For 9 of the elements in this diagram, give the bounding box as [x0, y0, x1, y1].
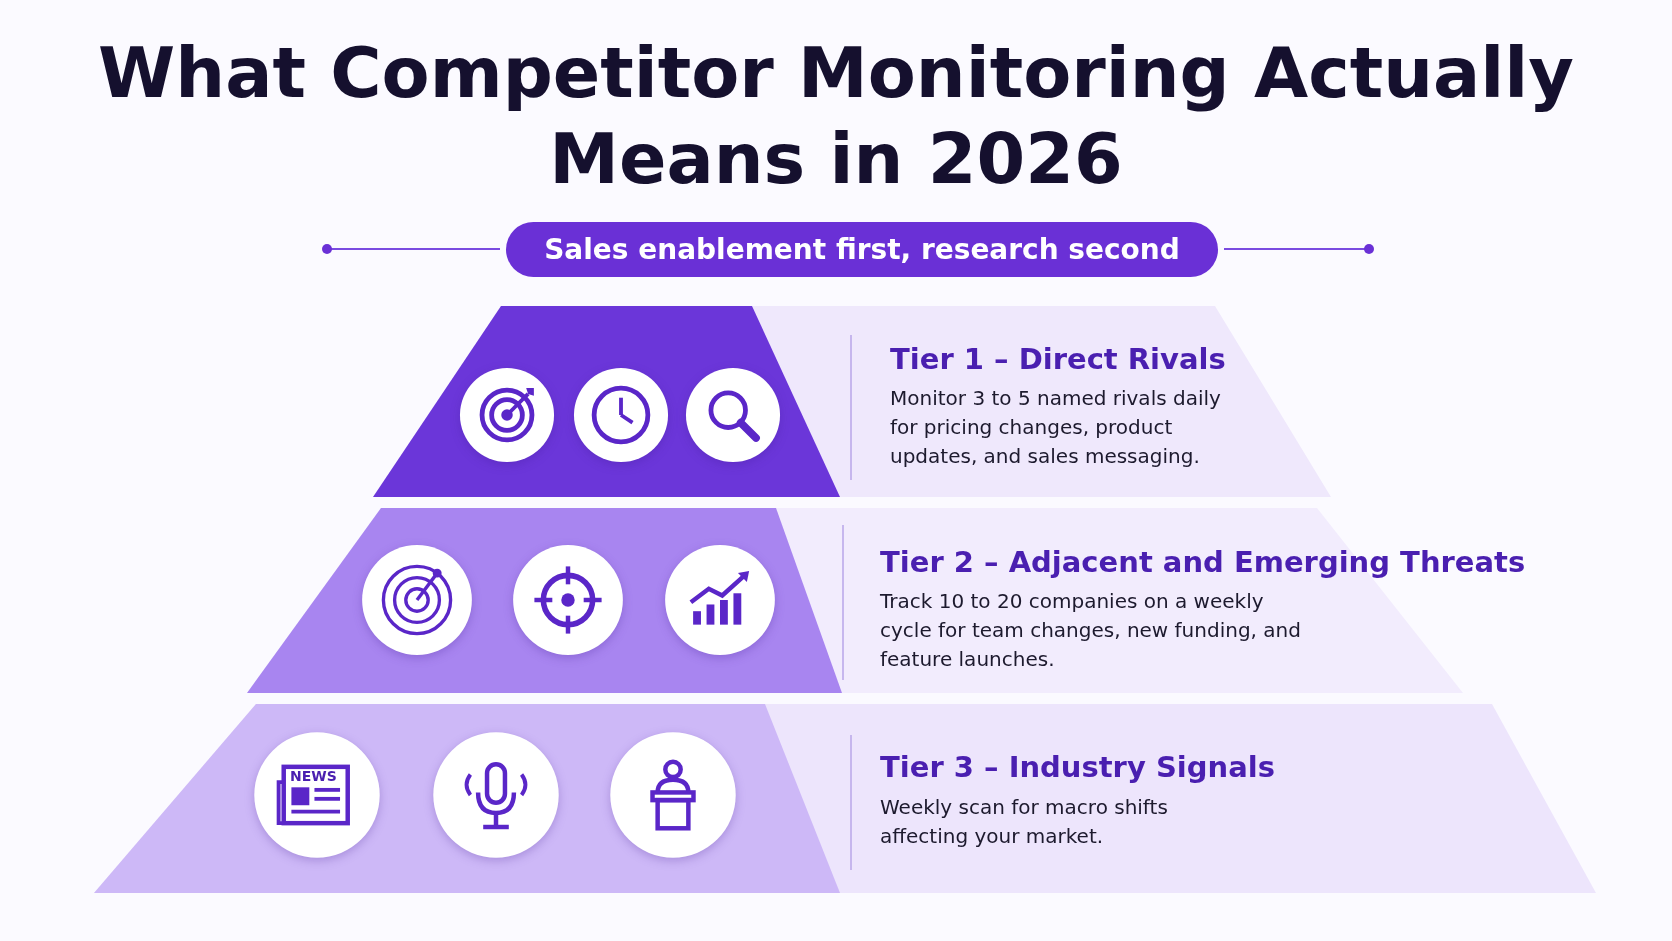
tier-description: Monitor 3 to 5 named rivals daily for pricing changes, product updates, and sales messaging. — [890, 385, 1222, 470]
tier-description: Weekly scan for macro shifts affecting your market. — [880, 794, 1169, 850]
subtitle-pill: Sales enablement first, research second — [506, 222, 1218, 277]
tier-heading: Tier 3 – Industry Signals — [880, 750, 1275, 784]
tier-heading: Tier 2 – Adjacent and Emerging Threats — [880, 545, 1526, 579]
tier-heading: Tier 1 – Direct Rivals — [890, 342, 1226, 376]
tier-description: Track 10 to 20 companies on a weekly cycle for team changes, new funding, and feature launches. — [880, 588, 1302, 673]
title: What Competitor Monitoring Actually Means in 2026 — [97, 31, 1575, 202]
newspaper-heading: NEWS — [290, 768, 337, 784]
